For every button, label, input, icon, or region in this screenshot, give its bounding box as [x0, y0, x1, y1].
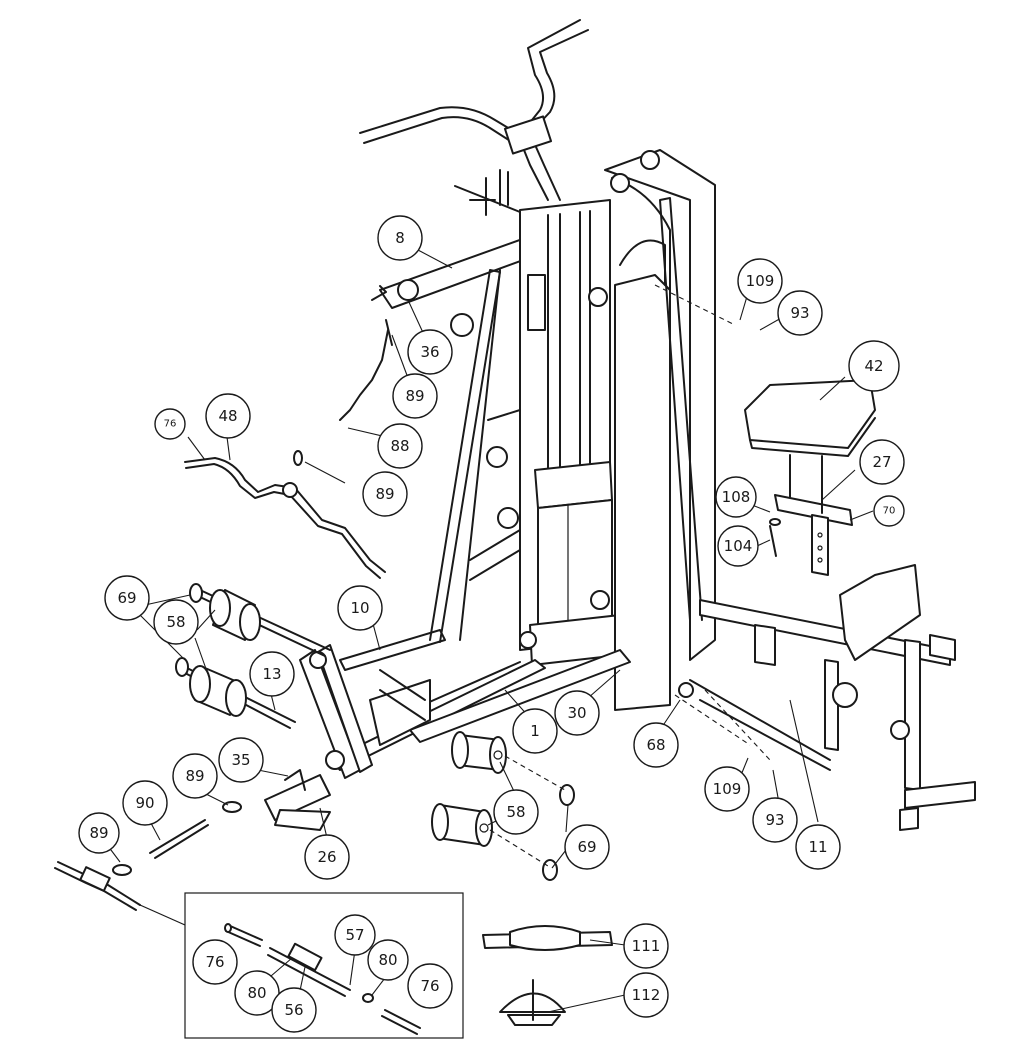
callout-57: 57 — [334, 914, 376, 956]
callout-label: 93 — [765, 811, 784, 829]
callout-label: 58 — [506, 803, 525, 821]
callout-label: 111 — [632, 937, 661, 955]
callout-label: 1 — [530, 722, 540, 740]
lower-foam-rollers — [431, 731, 575, 881]
callout-label: 89 — [375, 485, 394, 503]
callout-111: 111 — [623, 923, 669, 969]
callout-89: 89 — [78, 812, 120, 854]
callout-label: 35 — [231, 751, 250, 769]
callout-89: 89 — [392, 373, 438, 419]
callout-1: 1 — [512, 708, 558, 754]
callout-label: 109 — [746, 272, 775, 290]
callout-label: 89 — [89, 824, 108, 842]
callout-70: 70 — [873, 495, 905, 527]
chain-88 — [293, 319, 393, 466]
callout-label: 69 — [577, 838, 596, 856]
callout-90: 90 — [122, 780, 168, 826]
callout-109: 109 — [737, 258, 783, 304]
callout-10: 10 — [337, 585, 383, 631]
callout-11: 11 — [795, 824, 841, 870]
callout-label: 13 — [262, 665, 281, 683]
callout-label: 88 — [390, 437, 409, 455]
callout-label: 10 — [350, 599, 369, 617]
curl-bar — [184, 457, 386, 579]
callout-68: 68 — [633, 722, 679, 768]
callout-label: 76 — [420, 977, 439, 995]
callout-label: 89 — [405, 387, 424, 405]
main-frame — [429, 197, 703, 643]
callout-label: 69 — [117, 589, 136, 607]
callout-93: 93 — [752, 797, 798, 843]
shroud-cover — [604, 149, 716, 711]
lat-pulldown-bar — [359, 19, 589, 201]
callout-label: 90 — [135, 794, 154, 812]
callout-104: 104 — [717, 525, 759, 567]
callout-58: 58 — [493, 789, 539, 835]
callout-label: 11 — [808, 838, 827, 856]
callout-label: 56 — [284, 1001, 303, 1019]
callout-112: 112 — [623, 972, 669, 1018]
callout-label: 30 — [567, 704, 586, 722]
callout-26: 26 — [304, 834, 350, 880]
callout-48: 48 — [205, 393, 251, 439]
callout-35: 35 — [218, 737, 264, 783]
callout-label: 36 — [420, 343, 439, 361]
callout-label: 104 — [724, 537, 753, 555]
callout-label: 68 — [646, 736, 665, 754]
callout-36: 36 — [407, 329, 453, 375]
callout-13: 13 — [249, 651, 295, 697]
callout-label: 57 — [345, 926, 364, 944]
callout-80: 80 — [367, 939, 409, 981]
callout-88: 88 — [377, 423, 423, 469]
upper-foam-rollers — [175, 583, 331, 729]
callout-89: 89 — [172, 753, 218, 799]
callout-label: 48 — [218, 407, 237, 425]
callout-56: 56 — [271, 987, 317, 1033]
callout-label: 27 — [872, 453, 891, 471]
callout-label: 109 — [713, 780, 742, 798]
callout-label: 76 — [164, 419, 177, 430]
callout-93: 93 — [777, 290, 823, 336]
callout-27: 27 — [859, 439, 905, 485]
callout-label: 76 — [205, 953, 224, 971]
callout-76: 76 — [192, 939, 238, 985]
callout-108: 108 — [715, 476, 757, 518]
leg-developer — [264, 629, 446, 831]
callout-label: 80 — [378, 951, 397, 969]
callout-89: 89 — [362, 471, 408, 517]
callout-label: 42 — [864, 357, 883, 375]
callout-label: 89 — [185, 767, 204, 785]
callout-label: 58 — [166, 613, 185, 631]
callout-label: 108 — [722, 488, 751, 506]
callout-109: 109 — [704, 766, 750, 812]
callout-69: 69 — [564, 824, 610, 870]
callout-80: 80 — [234, 970, 280, 1016]
callout-69: 69 — [104, 575, 150, 621]
callout-label: 70 — [883, 506, 896, 517]
accessory-handles — [482, 925, 613, 1026]
callout-42: 42 — [848, 340, 900, 392]
weight-stack-tower — [486, 199, 621, 666]
callout-30: 30 — [554, 690, 600, 736]
callout-label: 112 — [632, 986, 661, 1004]
seat-assembly — [744, 379, 876, 576]
callout-label: 93 — [790, 304, 809, 322]
rear-seat-frame — [678, 564, 976, 831]
callout-label: 80 — [247, 984, 266, 1002]
callout-76: 76 — [154, 408, 186, 440]
callout-58: 58 — [153, 599, 199, 645]
callout-label: 8 — [395, 229, 405, 247]
callout-label: 26 — [317, 848, 336, 866]
callout-76: 76 — [407, 963, 453, 1009]
handle-detail-inset — [139, 892, 464, 1039]
callout-8: 8 — [377, 215, 423, 261]
